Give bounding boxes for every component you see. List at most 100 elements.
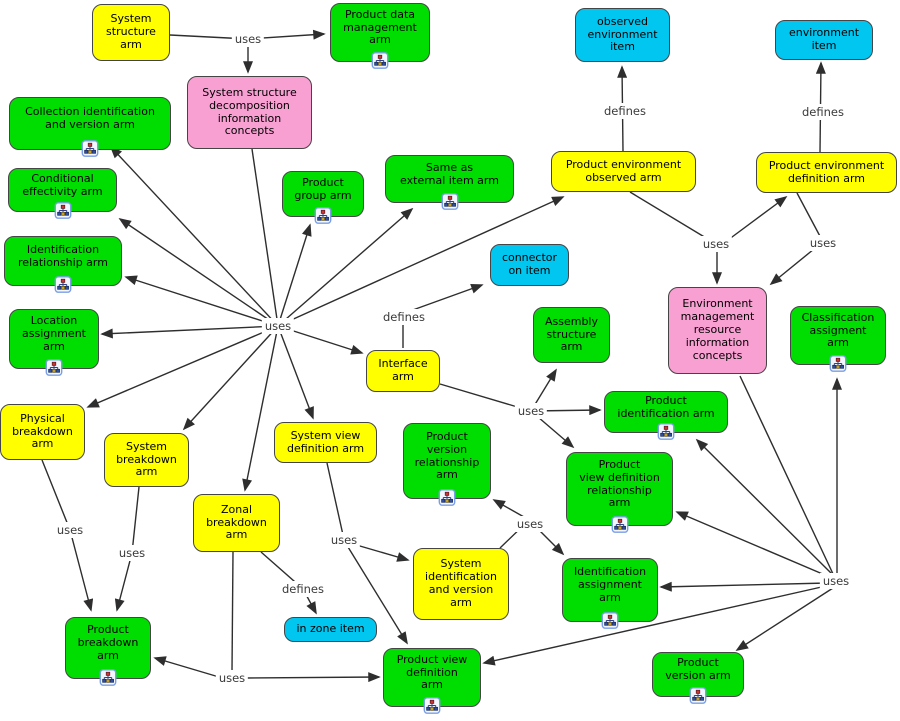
classification-assigment-arm[interactable]: Classification assigment arm [790, 306, 886, 372]
edge-line [482, 585, 827, 666]
edge-line [727, 195, 788, 241]
edge-label-uses-5[interactable]: uses [53, 522, 87, 538]
edge-line [277, 196, 565, 327]
product-version-arm[interactable]: Product version arm [652, 652, 744, 704]
resource-hierarchy-icon[interactable] [438, 489, 456, 506]
edge-label-uses-hub[interactable]: uses [261, 318, 295, 334]
environment-item[interactable]: environment item [775, 20, 873, 60]
edge-label-uses-4[interactable]: uses [806, 235, 840, 251]
resource-hierarchy-icon[interactable] [657, 423, 675, 440]
assembly-structure-arm[interactable]: Assembly structure arm [533, 307, 610, 363]
node-label: System structure decomposition informati… [202, 85, 297, 138]
edge-label-defines-1[interactable]: defines [380, 309, 428, 325]
resource-hierarchy-icon[interactable] [99, 669, 117, 686]
edge-line [347, 546, 408, 645]
resource-hierarchy-icon[interactable] [54, 202, 71, 219]
product-view-definition-arm[interactable]: Product view definition arm [383, 648, 481, 714]
resource-hierarchy-icon[interactable] [45, 359, 63, 376]
node-label: Classification assigment arm [801, 310, 875, 350]
system-identification-and-version-arm[interactable]: System identification and version arm [413, 548, 509, 620]
product-version-relationship-arm[interactable]: Product version relationship arm [403, 423, 491, 506]
edge-label-uses-3[interactable]: uses [699, 236, 733, 252]
edge-line [695, 438, 835, 577]
node-label: Collection identification and version ar… [25, 105, 155, 131]
node-label: Product version arm [665, 656, 731, 682]
same-as-external-item-arm[interactable]: Same as external item arm [385, 155, 514, 210]
resource-hierarchy-icon[interactable] [81, 140, 99, 157]
edge-line [277, 223, 312, 327]
edge-label-uses-8[interactable]: uses [327, 532, 361, 548]
resource-hierarchy-icon[interactable] [54, 276, 72, 293]
edge-label-defines-4[interactable]: defines [799, 104, 847, 120]
edge-line [182, 325, 279, 431]
resource-hierarchy-icon[interactable] [611, 516, 628, 533]
system-structure-decomposition-information-concepts[interactable]: System structure decomposition informati… [187, 76, 312, 149]
product-data-management-arm[interactable]: Product data management arm [330, 3, 430, 69]
connector-on-item[interactable]: connector on item [490, 244, 569, 286]
edge-label-defines-2[interactable]: defines [601, 103, 649, 119]
product-identification-arm[interactable]: Product identification arm [604, 391, 728, 440]
edge-line [629, 191, 717, 245]
identification-assignment-arm[interactable]: Identification assignment arm [562, 558, 658, 629]
resource-hierarchy-icon[interactable] [601, 612, 619, 629]
node-label: Same as external item arm [400, 160, 499, 187]
node-label: Product view definition arm [396, 652, 468, 692]
resource-hierarchy-icon[interactable] [371, 52, 389, 69]
observed-environment-item[interactable]: observed environment item [575, 8, 670, 62]
resource-hierarchy-icon[interactable] [423, 697, 441, 714]
edge-label-uses-6[interactable]: uses [115, 545, 149, 561]
node-label: Product view definition relationship arm [579, 457, 660, 510]
node-label: Product identification arm [617, 393, 715, 420]
edge-line [409, 283, 484, 312]
edge-line [118, 218, 279, 327]
product-group-arm[interactable]: Product group arm [282, 171, 364, 224]
product-environment-definition-arm[interactable]: Product environment definition arm [756, 152, 897, 193]
node-label: System identification and version arm [425, 557, 497, 609]
edge-label-uses-1[interactable]: uses [231, 31, 265, 47]
node-label: Conditional effectivity arm [22, 171, 103, 198]
edge-label-uses-9[interactable]: uses [513, 516, 547, 532]
node-label: observed environment item [587, 14, 658, 54]
edge-line [153, 656, 220, 678]
collection-identification-and-version-arm[interactable]: Collection identification and version ar… [9, 97, 171, 157]
resource-hierarchy-icon[interactable] [689, 687, 707, 704]
edge-line [769, 248, 815, 286]
system-structure-arm[interactable]: System structure arm [92, 4, 170, 61]
product-environment-observed-arm[interactable]: Product environment observed arm [551, 151, 696, 192]
identification-relationship-arm[interactable]: Identification relationship arm [4, 236, 122, 293]
node-label: Product environment definition arm [768, 158, 885, 185]
edge-label-uses-7[interactable]: uses [215, 670, 249, 686]
edge-line [109, 145, 279, 327]
product-breakdown-arm[interactable]: Product breakdown arm [65, 617, 151, 686]
resource-hierarchy-icon[interactable] [829, 355, 847, 372]
system-view-definition-arm[interactable]: System view definition arm [274, 422, 377, 463]
resource-hierarchy-icon[interactable] [441, 193, 458, 210]
edge-label-uses-10[interactable]: uses [819, 573, 853, 589]
edge-line [739, 375, 835, 577]
resource-hierarchy-icon[interactable] [314, 207, 332, 224]
zonal-breakdown-arm[interactable]: Zonal breakdown arm [193, 494, 280, 552]
edge-line [796, 192, 823, 241]
location-assignment-arm[interactable]: Location assignment arm [9, 309, 99, 376]
node-label: System view definition arm [286, 428, 365, 455]
system-breakdown-arm[interactable]: System breakdown arm [104, 433, 189, 487]
edge-label-defines-3[interactable]: defines [279, 581, 327, 597]
product-view-definition-relationship-arm[interactable]: Product view definition relationship arm [566, 452, 673, 533]
interface-arm[interactable]: Interface arm [366, 350, 440, 392]
physical-breakdown-arm[interactable]: Physical breakdown arm [0, 404, 85, 460]
node-label: Assembly structure arm [544, 314, 599, 354]
edge-line [326, 462, 344, 536]
node-label: Product data management arm [343, 7, 417, 47]
edge-line [242, 325, 279, 492]
edge-line [352, 543, 410, 562]
edge-line [231, 551, 234, 672]
environment-management-resource-information-concepts[interactable]: Environment management resource informat… [668, 287, 767, 374]
node-label: Zonal breakdown arm [206, 502, 267, 542]
conditional-effectivity-arm[interactable]: Conditional effectivity arm [8, 168, 117, 219]
edge-label-uses-2[interactable]: uses [514, 403, 548, 419]
edge-line [124, 275, 279, 327]
edge-line [277, 325, 314, 420]
in-zone-item[interactable]: in zone item [284, 617, 377, 642]
node-label: Environment management resource informat… [680, 297, 755, 362]
edge-line [245, 672, 381, 683]
